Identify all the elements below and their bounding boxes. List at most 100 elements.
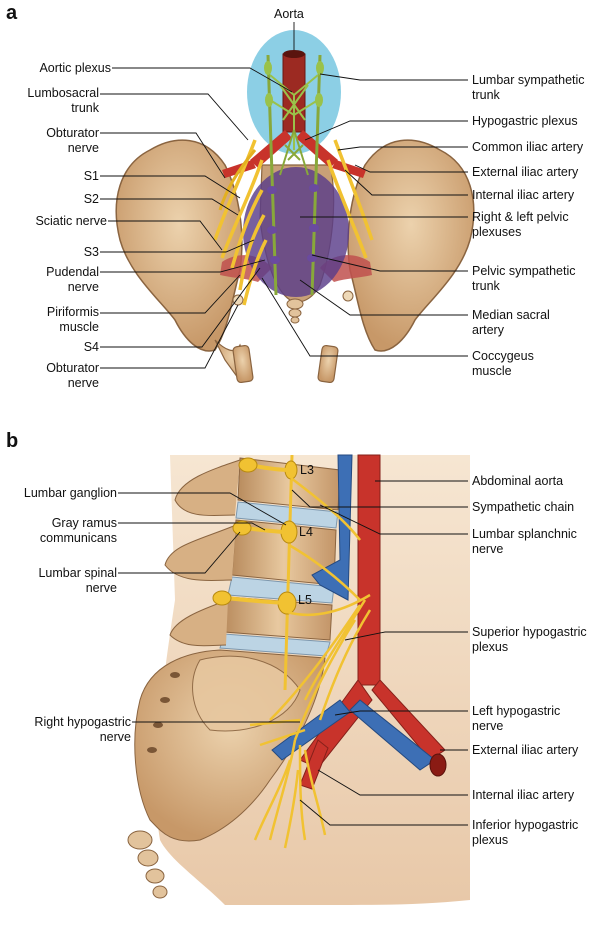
label-gray-ramus-line1: Gray ramus [51, 516, 117, 530]
leader-lumbar-ganglion [118, 492, 287, 526]
leader-inferior-hypogastric [299, 799, 468, 826]
sacral-foramen-4 [147, 747, 157, 753]
leader-pelvic-symp-trunk [311, 254, 468, 272]
label-external-iliac-artery-b: External iliac artery [472, 743, 579, 757]
label-l5: L5 [298, 593, 312, 607]
leader-piriformis [100, 274, 241, 314]
label-lumbar-splanchnic-line2: nerve [472, 542, 504, 556]
panel-a-illustration [115, 30, 475, 384]
label-superior-hypogastric-plexus: Superior hypogastric plexus [472, 625, 587, 655]
label-coccygeus-muscle-line2: muscle [472, 364, 512, 378]
label-lumbar-spinal-nerve-line2: nerve [85, 581, 117, 595]
panel-b-illustration [127, 454, 471, 905]
label-lumbosacral-trunk-line1: Lumbosacral [27, 86, 99, 100]
leader-superior-hypogastric [344, 631, 468, 641]
abdominal-aorta-vessel [357, 454, 381, 686]
label-gray-ramus-communicans: Gray ramus communicans [40, 516, 117, 546]
label-s4: S4 [83, 340, 99, 354]
leader-obturator-1 [100, 132, 226, 179]
label-internal-iliac-artery-b: Internal iliac artery [472, 788, 575, 802]
ganglion-a3 [265, 93, 273, 107]
label-left-hypogastric-line2: nerve [472, 719, 504, 733]
label-s3: S3 [83, 245, 99, 259]
leader-s3 [100, 239, 255, 253]
label-abdominal-aorta: Abdominal aorta [472, 474, 564, 488]
superior-hypogastric-plexus-b [269, 599, 372, 741]
hypogastric-plexus-a [279, 129, 309, 176]
label-pelvic-sympathetic-trunk-line2: trunk [472, 279, 500, 293]
leader-common-iliac [337, 146, 468, 151]
drg-3 [212, 590, 232, 606]
label-right-hypogastric-line2: nerve [99, 730, 131, 744]
label-obturator-nerve-bottom: Obturator nerve [46, 361, 99, 391]
aorta-opening [283, 50, 305, 58]
label-coccygeus-muscle: Coccygeus muscle [472, 349, 534, 379]
label-obturator-nerve-bottom-line2: nerve [67, 376, 99, 390]
label-l4: L4 [299, 525, 313, 539]
label-piriformis-muscle-line2: muscle [59, 320, 99, 334]
leader-int-iliac [344, 169, 468, 196]
right-ext-iliac [332, 160, 366, 178]
label-lumbosacral-trunk: Lumbosacral trunk [27, 86, 99, 116]
leader-left-hypogastric [334, 710, 468, 716]
label-lumbar-sympathetic-trunk-line1: Lumbar sympathetic [472, 73, 585, 87]
label-l3: L3 [300, 463, 314, 477]
pelvic-ganglion-3 [267, 226, 277, 234]
label-left-hypogastric-nerve: Left hypogastric nerve [472, 704, 560, 734]
ganglion-a2 [316, 61, 324, 75]
pelvic-ganglion-5 [270, 256, 280, 264]
leader-lines [100, 22, 468, 826]
label-pudendal-nerve-line1: Pudendal [46, 265, 99, 279]
ganglion-a1 [264, 61, 272, 75]
aortic-plexus [269, 74, 319, 150]
leader-coccygeus [261, 277, 468, 357]
coccyx-b2 [137, 849, 159, 867]
label-internal-iliac-artery-a: Internal iliac artery [472, 188, 575, 202]
drg-2 [232, 520, 252, 536]
leader-s1 [100, 175, 241, 199]
leader-lumbar-spinal-nerve [118, 531, 241, 574]
label-right-hypogastric-nerve: Right hypogastric nerve [34, 715, 131, 745]
label-median-sacral-artery-line1: Median sacral [472, 308, 550, 322]
leader-lumbar-splanchnic [319, 504, 468, 535]
external-iliac-end [429, 753, 447, 777]
label-right-hypogastric-line1: Right hypogastric [34, 715, 131, 729]
hypogastric-nerves-b [249, 718, 327, 849]
pelvic-ganglion-2 [309, 184, 319, 192]
leader-s2 [100, 198, 239, 216]
spinous-processes [164, 459, 241, 647]
label-lumbar-spinal-nerve-line1: Lumbar spinal [38, 566, 117, 580]
label-pelvic-plexuses-line2: plexuses [472, 225, 522, 239]
label-pudendal-nerve: Pudendal nerve [46, 265, 99, 295]
sympathetic-chain-b [283, 454, 294, 691]
label-pelvic-plexuses-line1: Right & left pelvic [472, 210, 569, 224]
coccyx-b3 [145, 868, 165, 884]
right-ilium [347, 139, 475, 352]
ganglion-a4 [315, 93, 323, 107]
leader-ext-iliac [354, 164, 468, 173]
leader-sympathetic-chain [291, 489, 468, 508]
leader-lumbosacral [100, 93, 249, 141]
label-lumbar-sympathetic-trunk: Lumbar sympathetic trunk [472, 73, 585, 103]
disc-l3-l4 [235, 501, 339, 529]
leader-internal-iliac [317, 769, 468, 796]
label-s1: S1 [83, 169, 99, 183]
label-median-sacral-artery: Median sacral artery [472, 308, 550, 338]
label-coccygeus-muscle-line1: Coccygeus [472, 349, 534, 363]
label-lumbar-sympathetic-trunk-line2: trunk [472, 88, 500, 102]
label-inferior-hypogastric-plexus: Inferior hypogastric plexus [472, 818, 578, 848]
leader-median-sacral [299, 279, 468, 316]
label-aortic-plexus: Aortic plexus [39, 61, 111, 75]
label-piriformis-muscle-line1: Piriformis [46, 305, 99, 319]
label-gray-ramus-line2: communicans [39, 531, 117, 545]
label-lumbosacral-trunk-line2: trunk [71, 101, 99, 115]
label-lumbar-ganglion: Lumbar ganglion [23, 486, 117, 500]
label-lumbar-spinal-nerve: Lumbar spinal nerve [38, 566, 117, 596]
label-pelvic-sympathetic-trunk-line1: Pelvic sympathetic [472, 264, 576, 278]
label-lumbar-splanchnic-nerve: Lumbar splanchnic nerve [472, 527, 577, 557]
internal-iliac-b [299, 739, 329, 790]
label-pudendal-nerve-line2: nerve [67, 280, 99, 294]
coccyx-2 [288, 308, 302, 318]
